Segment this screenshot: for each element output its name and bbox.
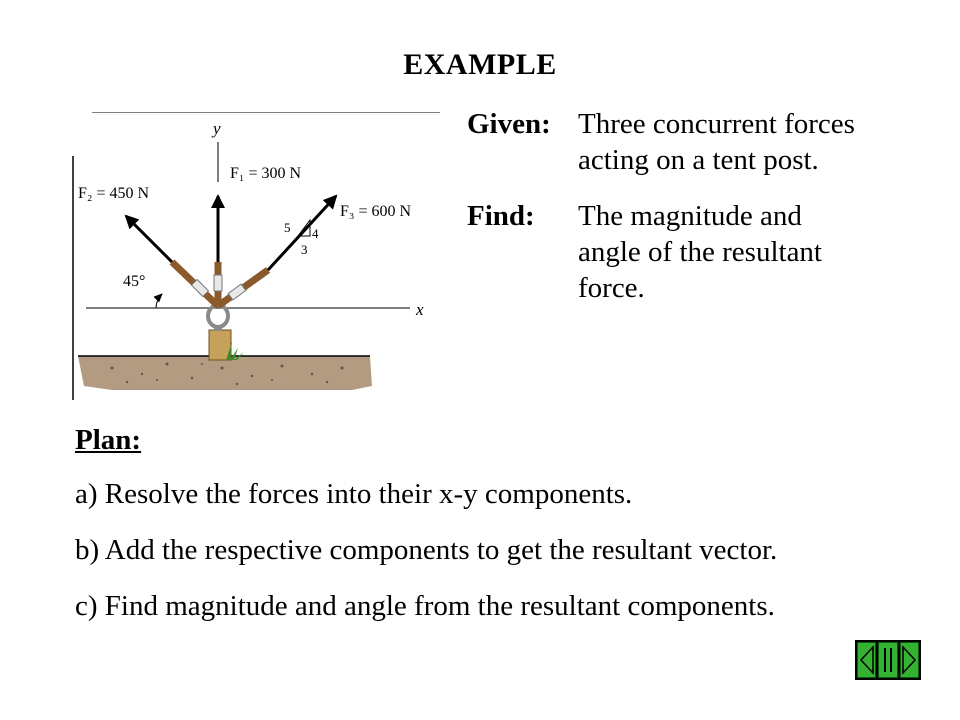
f2-label: F₂ = 450 N bbox=[78, 185, 150, 202]
angle-label: 45° bbox=[123, 273, 145, 290]
plan-step: b) Add the respective components to get … bbox=[75, 534, 778, 566]
given-text: Three concurrent forces acting on a tent… bbox=[578, 106, 908, 178]
given-label: Given: bbox=[467, 108, 551, 140]
slide-title: EXAMPLE bbox=[403, 48, 557, 81]
bars-icon bbox=[883, 648, 892, 672]
find-label: Find: bbox=[467, 200, 535, 232]
given-line: acting on a tent post. bbox=[578, 144, 819, 176]
triangle-opp: 4 bbox=[312, 226, 319, 241]
f3-arrow bbox=[266, 194, 338, 272]
y-axis-label: y bbox=[211, 119, 221, 138]
forward-arrow-icon bbox=[902, 645, 917, 675]
plan-title: Plan: bbox=[75, 424, 142, 456]
tent-post-figure: x y F₁ = 300 N F₂ = 450 N F₃ = 600 N 5 4… bbox=[72, 112, 440, 400]
soil-texture bbox=[110, 362, 344, 386]
f1-label: F₁ = 300 N bbox=[230, 165, 302, 182]
f3-label: F₃ = 600 N bbox=[340, 203, 412, 220]
find-line: force. bbox=[578, 272, 645, 304]
plan-block: Plan: a) Resolve the forces into their x… bbox=[75, 424, 777, 644]
slide-nav bbox=[855, 640, 921, 680]
find-text: The magnitude and angle of the resultant… bbox=[578, 198, 908, 306]
find-line: The magnitude and bbox=[578, 200, 802, 232]
triangle-hyp: 5 bbox=[284, 220, 291, 235]
prev-button[interactable] bbox=[857, 642, 877, 678]
plan-step: c) Find magnitude and angle from the res… bbox=[75, 590, 775, 622]
find-line: angle of the resultant bbox=[578, 236, 822, 268]
triangle-adj: 3 bbox=[301, 242, 308, 257]
x-axis-label: x bbox=[415, 300, 424, 319]
f2-arrow bbox=[124, 214, 174, 264]
back-arrow-icon bbox=[859, 645, 874, 675]
index-button[interactable] bbox=[878, 642, 898, 678]
given-line: Three concurrent forces bbox=[578, 108, 855, 140]
next-button[interactable] bbox=[899, 642, 919, 678]
plan-step: a) Resolve the forces into their x-y com… bbox=[75, 478, 633, 510]
